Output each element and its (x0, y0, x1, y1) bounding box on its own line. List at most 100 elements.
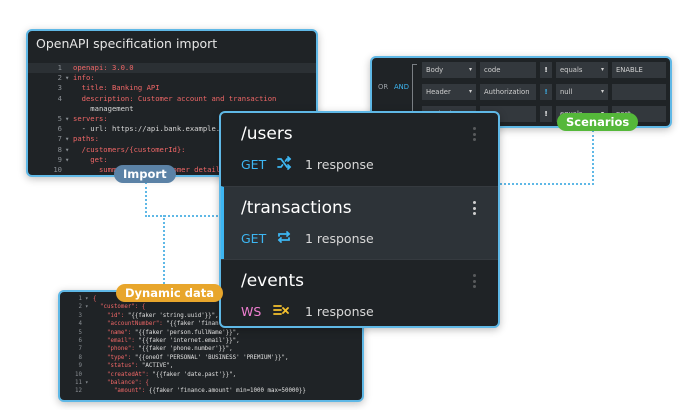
json-value: "{{faker 'string.uuid'}}", (127, 312, 219, 319)
route-path: /transactions (241, 198, 352, 218)
code-line: 3 "id": "{{faker 'string.uuid'}}", (60, 312, 362, 320)
dynamic-data-panel: 1▾{2▾ "customer": {3 "id": "{{faker 'str… (58, 290, 364, 402)
line-number: 8 (78, 354, 83, 361)
scenario-value-value: ENABLE (616, 66, 643, 74)
line-number: 6 (57, 124, 62, 134)
or-toggle[interactable]: OR (378, 83, 389, 91)
route-path: /users (241, 124, 293, 144)
scenario-neg-field[interactable]: ! (540, 62, 552, 78)
stream-list-icon (273, 302, 289, 318)
scenario-neg-value: ! (544, 88, 548, 96)
scenario-field-field[interactable]: code (480, 62, 536, 78)
code-text: management (73, 103, 134, 113)
line-number: 4 (78, 321, 83, 328)
json-key: "customer": { (93, 304, 146, 311)
json-value: {{faker 'finance.amount' min=1000 max=50… (148, 388, 306, 395)
code-line: 9 "status": "ACTIVE", (60, 362, 362, 370)
import-badge: Import (114, 165, 176, 183)
line-number: 5 (57, 113, 62, 123)
json-key: "accountNumber": (93, 321, 167, 328)
connector-dynamic (163, 215, 165, 287)
route-method: WS (241, 304, 262, 319)
json-value: "{{faker 'finan (166, 321, 219, 328)
code-line: 1▾ { (60, 295, 362, 303)
line-number: 8 (57, 144, 62, 154)
code-line: 7 "phone": "{{faker 'phone.number'}}", (60, 345, 362, 353)
code-line: 5 "name": "{{faker 'person.fullName'}}", (60, 329, 362, 337)
line-number: 3 (78, 312, 83, 319)
code-text: paths: (73, 134, 99, 144)
scenario-value-field[interactable] (612, 84, 666, 100)
json-key: "name": (93, 329, 135, 336)
scenario-neg-field[interactable]: ! (540, 106, 552, 122)
rules-bracket (412, 64, 417, 118)
code-line: 2▾info: (28, 73, 316, 83)
line-number: 10 (75, 371, 82, 378)
route-response-count: 1 response (305, 157, 374, 172)
scenario-field-field[interactable]: Authorization (480, 84, 536, 100)
line-number: 11 (75, 379, 82, 386)
code-line: 9▾ get: (28, 155, 316, 165)
and-toggle[interactable]: AND (394, 83, 409, 91)
scenario-source-field[interactable]: Header ▾ (422, 84, 476, 100)
line-number: 4 (57, 93, 62, 103)
scenario-field-value: Authorization (484, 88, 530, 96)
line-number: 1 (78, 296, 83, 302)
fold-icon[interactable]: ▾ (85, 379, 89, 386)
line-number: 10 (53, 164, 62, 174)
kebab-menu-icon[interactable] (473, 274, 476, 291)
fold-icon[interactable]: ▾ (85, 304, 89, 311)
code-text: /customers/{customerId}: (73, 144, 186, 154)
chevron-down-icon: ▾ (468, 88, 472, 95)
json-key: "phone": (93, 346, 139, 353)
fold-icon[interactable]: ▾ (65, 144, 70, 154)
json-key: { (93, 296, 97, 302)
fold-icon[interactable]: ▾ (65, 73, 70, 83)
fold-icon[interactable]: ▾ (65, 113, 70, 123)
scenario-source-value: Header (426, 88, 451, 96)
code-line: management (28, 104, 316, 114)
openapi-panel-title: OpenAPI specification import (36, 36, 218, 51)
line-number: 1 (57, 63, 62, 72)
scenario-op-value: equals (560, 66, 583, 74)
code-line: 8 "type": "{{oneOf 'PERSONAL' 'BUSINESS'… (60, 354, 362, 362)
scenario-op-field[interactable]: null ▾ (556, 84, 608, 100)
code-line: 10 "createdAt": "{{faker 'date.past'}}", (60, 371, 362, 379)
fold-icon[interactable]: ▾ (65, 154, 70, 164)
scenario-value-field[interactable]: ENABLE (612, 62, 666, 78)
shuffle-icon (276, 155, 292, 171)
code-line: 6 - url: https://api.bank.example. (28, 124, 316, 134)
chevron-down-icon: ▾ (600, 88, 604, 95)
code-line: 7▾paths: (28, 134, 316, 144)
line-number: 2 (57, 73, 62, 83)
line-number: 12 (75, 388, 82, 395)
code-text: servers: (73, 113, 108, 123)
code-line: 6 "email": "{{faker 'internet.email'}}", (60, 337, 362, 345)
code-line: 12 "amount": {{faker 'finance.amount' mi… (60, 387, 362, 395)
connector-scenarios (496, 130, 594, 185)
scenario-field-value: code (484, 66, 501, 74)
json-key: "status": (93, 363, 142, 370)
json-key: "email": (93, 337, 139, 344)
line-number: 5 (78, 329, 83, 336)
scenario-op-field[interactable]: equals▾ (556, 62, 608, 78)
kebab-menu-icon[interactable] (473, 201, 476, 218)
connector-import (145, 182, 221, 217)
fold-icon[interactable]: ▾ (85, 296, 89, 302)
scenario-op-value: null (560, 88, 573, 96)
scenarios-badge: Scenarios (557, 113, 639, 131)
code-text: description: Customer account and transa… (73, 93, 277, 103)
route-method: GET (241, 231, 267, 246)
kebab-menu-icon[interactable] (473, 127, 476, 144)
json-value: "{{faker 'internet.email'}}", (138, 337, 240, 344)
json-key: "id": (93, 312, 128, 319)
scenario-source-field[interactable]: Body▾ (422, 62, 476, 78)
scenario-neg-field[interactable]: ! (540, 84, 552, 100)
dynamic-code-editor[interactable]: 1▾{2▾ "customer": {3 "id": "{{faker 'str… (60, 295, 362, 396)
fold-icon[interactable]: ▾ (65, 134, 70, 144)
line-number: 3 (57, 83, 62, 93)
